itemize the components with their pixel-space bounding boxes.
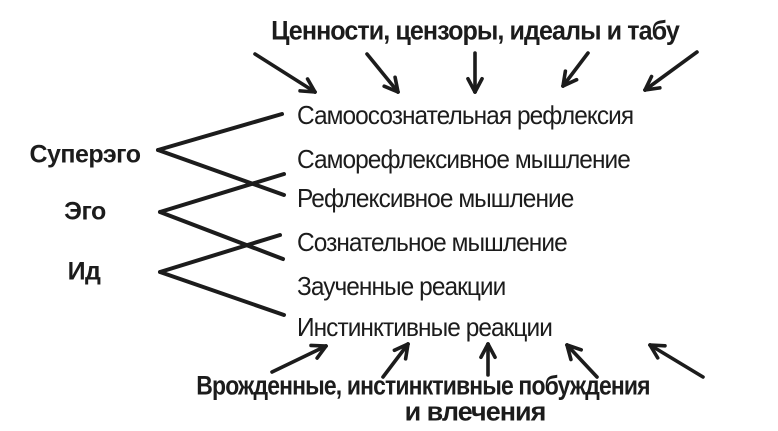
connector-line: [158, 210, 285, 261]
bottom-caption-line1: Врожденные, инстинктивные побуждения: [196, 370, 650, 401]
top-down-arrow-head-barb: [305, 77, 317, 94]
bottom-up-arrow-shaft: [381, 342, 410, 379]
bottom-up-arrow-head-barb: [309, 343, 328, 348]
level-label-instinctive-reactions: Инстинктивные реакции: [297, 312, 553, 342]
level-label-self-reflective-thinking: Саморефлексивное мышление: [297, 144, 631, 174]
top-down-arrow-shaft: [561, 51, 590, 88]
top-down-arrow-head-barb: [382, 84, 400, 94]
top-down-arrow-head-barb: [561, 77, 579, 88]
bottom-up-arrow-head-barb: [392, 342, 410, 353]
top-down-arrow-head-barb: [393, 75, 400, 94]
connector-line: [156, 148, 286, 197]
top-caption: Ценности, цензоры, идеалы и табу: [271, 15, 680, 46]
top-down-arrow-shaft: [253, 52, 317, 94]
level-label-reflective-thinking: Рефлексивное мышление: [297, 183, 574, 213]
bottom-up-arrow-shaft: [565, 343, 599, 379]
top-down-arrow-shaft: [365, 52, 400, 94]
bottom-up-arrow-head-barb: [565, 343, 573, 362]
bottom-up-arrow-head-barb: [486, 342, 497, 360]
top-down-arrow-shaft: [643, 50, 699, 92]
bottom-up-arrow-head-barb: [565, 343, 583, 352]
freud-label-ego: Эго: [64, 197, 106, 226]
level-label-conscious-thinking: Сознательное мышление: [297, 227, 568, 257]
connector-line: [158, 172, 286, 214]
level-label-self-conscious-reflection: Самоосознательная рефлексия: [297, 100, 634, 130]
freud-label-superego: Суперэго: [29, 140, 141, 169]
bottom-up-arrow-head-barb: [403, 342, 410, 361]
top-down-arrow-head-barb: [561, 69, 568, 88]
bottom-up-arrow-head-barb: [648, 343, 660, 360]
bottom-up-arrow-head-barb: [648, 343, 667, 348]
level-label-learned-reactions: Заученные реакции: [297, 271, 506, 301]
bottom-up-arrow-shaft: [270, 344, 328, 374]
top-down-arrow-head-barb: [466, 76, 477, 94]
bottom-up-arrow-head-barb: [479, 342, 490, 360]
top-down-arrow-head-barb: [473, 76, 484, 94]
top-down-arrow-head-barb: [643, 86, 662, 92]
bottom-up-arrow-shaft: [648, 343, 705, 379]
bottom-up-arrow-head-barb: [315, 344, 328, 360]
connector-line: [158, 233, 282, 274]
connector-line: [158, 270, 286, 317]
freud-label-id: Ид: [67, 257, 101, 286]
connector-line: [156, 112, 284, 152]
top-down-arrow-head-barb: [643, 74, 654, 92]
top-down-arrow-head-barb: [298, 89, 317, 94]
bottom-caption-line2: и влечения: [404, 396, 547, 427]
